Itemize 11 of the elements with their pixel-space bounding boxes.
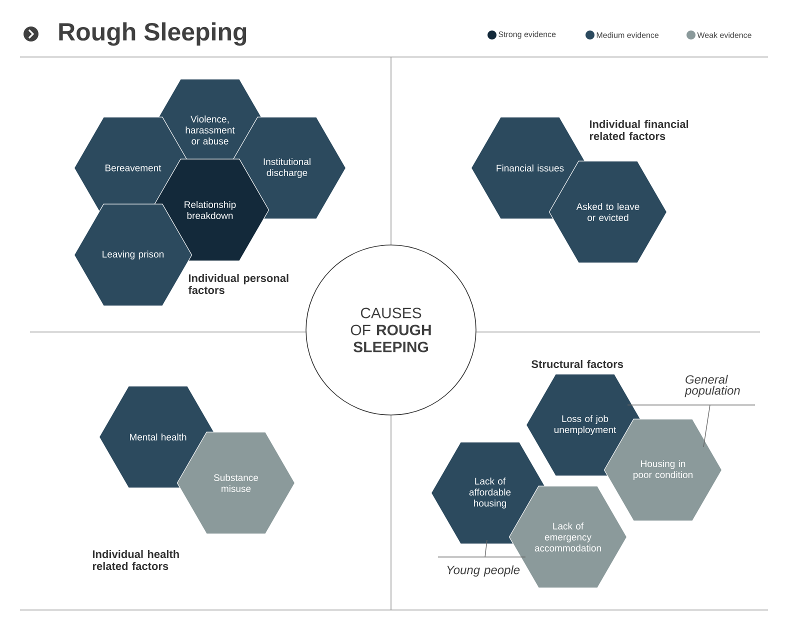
legend-label: Weak evidence bbox=[697, 32, 752, 38]
group-heading: Individual financial related factors bbox=[590, 120, 688, 140]
leader-line bbox=[438, 556, 526, 558]
leader-text: General population bbox=[684, 374, 740, 398]
title: Rough Sleeping bbox=[59, 22, 246, 46]
legend-label: Medium evidence bbox=[596, 32, 659, 38]
leader-line bbox=[627, 404, 756, 406]
leader-line bbox=[703, 404, 710, 448]
legend-label: Strong evidence bbox=[498, 31, 556, 39]
leader-line bbox=[484, 540, 488, 558]
group-heading: Individual health related factors bbox=[92, 550, 179, 570]
